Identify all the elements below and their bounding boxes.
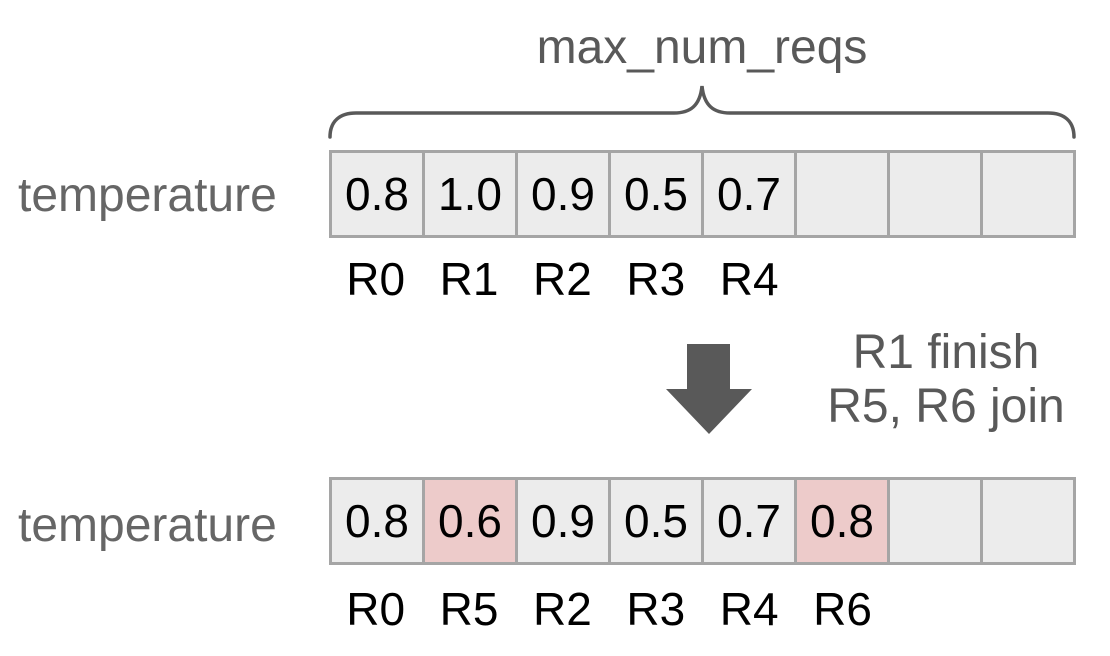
temp-cell (983, 480, 1073, 562)
request-label: R4 (719, 253, 779, 305)
request-labels-after: R0 R5 R2 R3 R4 R6 (329, 582, 1076, 635)
temp-cell: 0.5 (611, 480, 704, 562)
request-label: R0 (346, 583, 406, 635)
temp-cell: 0.6 (425, 480, 518, 562)
temp-cell: 0.7 (704, 153, 797, 235)
request-label: R2 (533, 583, 592, 635)
temp-cell (890, 153, 983, 235)
request-label (983, 252, 1076, 304)
temperature-array-before: 0.8 1.0 0.9 0.5 0.7 (329, 150, 1076, 238)
request-label: R4 (719, 583, 779, 635)
request-label: R5 (439, 583, 499, 635)
temp-cell: 0.9 (518, 153, 611, 235)
transition-line-2: R5, R6 join (827, 380, 1065, 433)
temp-cell: 0.8 (797, 480, 890, 562)
request-label: R3 (626, 253, 686, 305)
transition-note: R1 finish R5, R6 join (790, 326, 1102, 434)
temp-cell: 1.0 (425, 153, 518, 235)
request-label (889, 582, 982, 634)
request-label: R1 (439, 253, 499, 305)
temp-cell (890, 480, 983, 562)
request-label: R3 (626, 583, 686, 635)
temp-cell (983, 153, 1073, 235)
temp-cell (797, 153, 890, 235)
max-num-reqs-label: max_num_reqs (536, 21, 868, 74)
temp-cell: 0.8 (332, 480, 425, 562)
request-label (889, 252, 982, 304)
arrow-down-icon (666, 344, 752, 434)
temperature-array-after: 0.8 0.6 0.9 0.5 0.7 0.8 (329, 477, 1076, 565)
temp-cell: 0.7 (704, 480, 797, 562)
curly-brace-icon (328, 85, 1076, 139)
request-label (983, 582, 1076, 634)
temp-cell: 0.5 (611, 153, 704, 235)
temperature-label-before: temperature (18, 169, 277, 222)
request-label: R6 (813, 583, 872, 635)
temp-cell: 0.8 (332, 153, 425, 235)
temperature-label-after: temperature (18, 499, 277, 552)
request-label: R2 (533, 253, 592, 305)
temp-cell: 0.9 (518, 480, 611, 562)
request-label (796, 252, 889, 304)
request-labels-before: R0 R1 R2 R3 R4 (329, 252, 1076, 305)
request-label: R0 (346, 253, 406, 305)
transition-line-1: R1 finish (852, 326, 1040, 379)
